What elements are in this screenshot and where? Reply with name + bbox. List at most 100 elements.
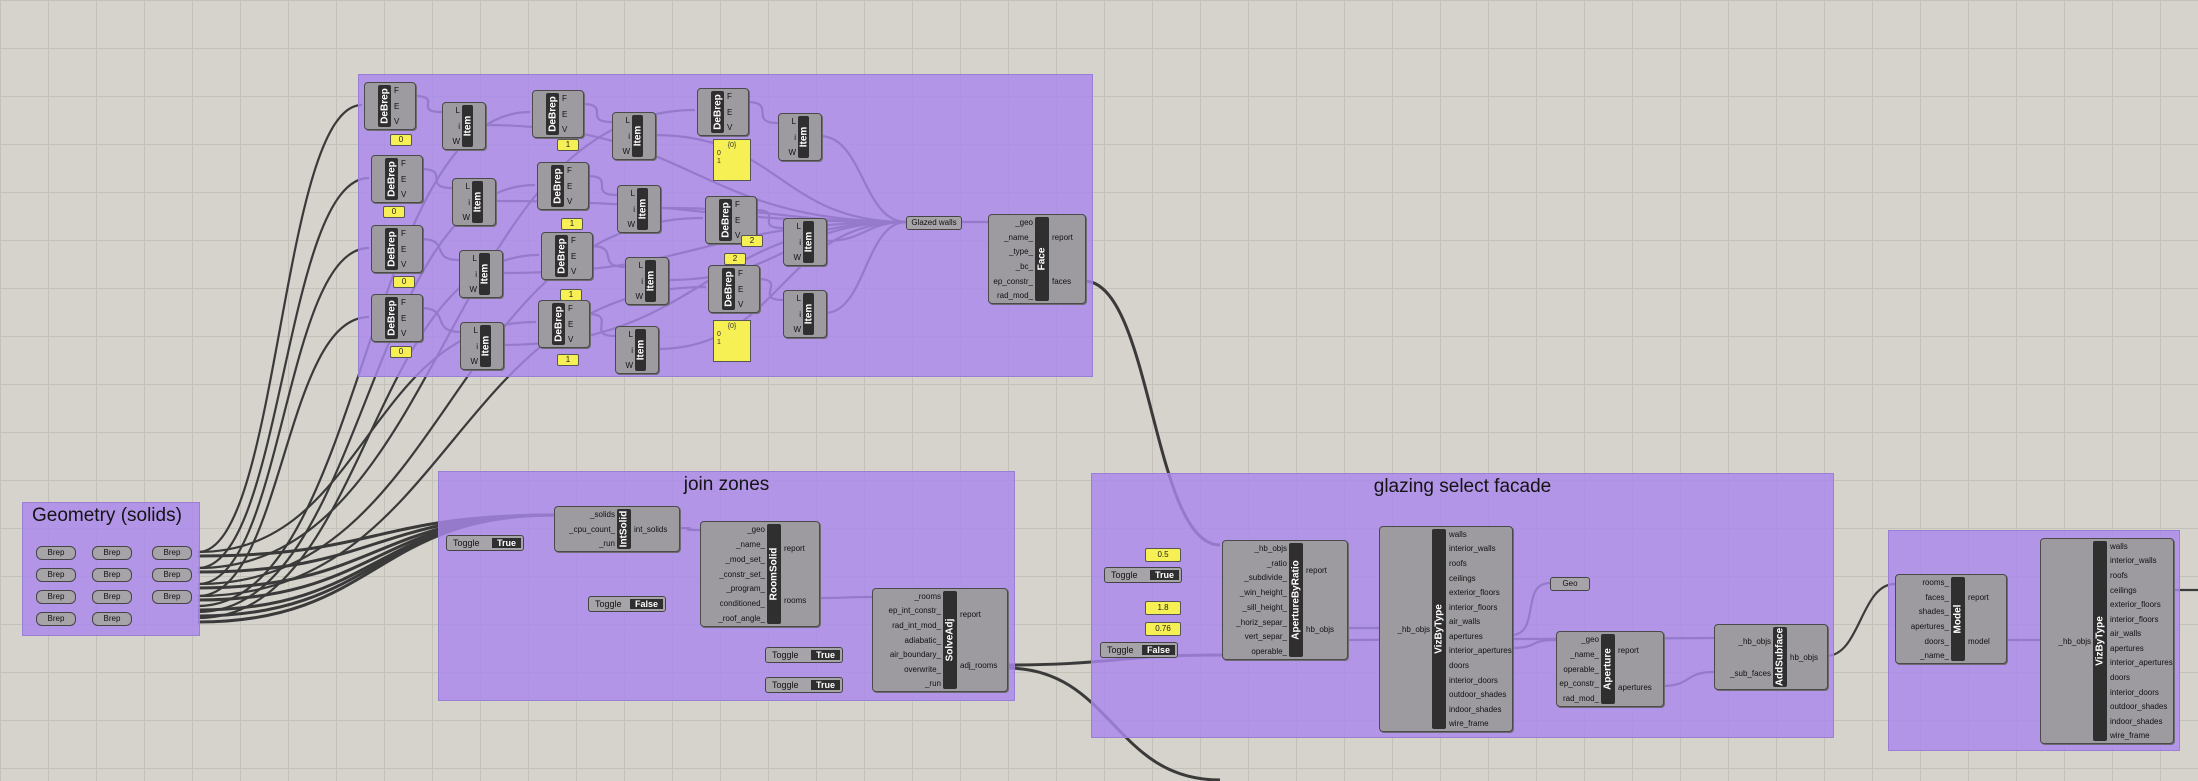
toggle-roomsolid-value[interactable]: False xyxy=(629,599,663,609)
debrep-component-out-0[interactable]: F xyxy=(727,92,732,102)
debrep-component-out-2[interactable]: V xyxy=(735,230,741,240)
index-number[interactable]: 1 xyxy=(560,289,582,301)
debrep-component-out-0[interactable]: F xyxy=(568,304,573,314)
model-component-in-4[interactable]: doors_ xyxy=(1924,636,1949,646)
aperturebyratio-component-out-1[interactable]: hb_objs xyxy=(1306,625,1335,634)
face-component[interactable]: Face_geo_name__type__bc_ep_constr_rad_mo… xyxy=(988,214,1086,304)
brep-param[interactable]: Brep xyxy=(92,546,132,560)
item-component-in-0[interactable]: L xyxy=(455,106,460,116)
brep-param[interactable]: Brep xyxy=(36,590,76,604)
vizbytype-component-out-10[interactable]: interior_doors xyxy=(2110,687,2159,697)
item-component-in-2[interactable]: W xyxy=(625,360,633,370)
aperturebyratio-component-in-0[interactable]: _hb_objs xyxy=(1254,543,1287,553)
number-slider[interactable]: 0.76 xyxy=(1145,622,1181,636)
aperturebyratio-component-in-3[interactable]: _win_height_ xyxy=(1239,588,1287,598)
aperturebyratio-component-in-7[interactable]: operable_ xyxy=(1251,647,1287,657)
solveadj-component-in-2[interactable]: rad_int_mod_ xyxy=(892,620,941,630)
number-slider[interactable]: 0.5 xyxy=(1145,548,1181,562)
vizbytype-component-out-1[interactable]: interior_walls xyxy=(1449,544,1496,554)
vizbytype-component-out-5[interactable]: interior_floors xyxy=(2110,614,2159,624)
vizbytype-component-out-4[interactable]: exterior_floors xyxy=(1449,588,1500,598)
debrep-component-out-0[interactable]: F xyxy=(394,86,399,96)
face-component-in-1[interactable]: _name_ xyxy=(1004,232,1033,242)
brep-param[interactable]: Brep xyxy=(152,590,192,604)
index-number[interactable]: 2 xyxy=(741,235,763,247)
item-component-in-0[interactable]: L xyxy=(791,117,796,127)
debrep-component-out-2[interactable]: V xyxy=(571,266,577,276)
vizbytype-component-out-13[interactable]: wire_frame xyxy=(1449,719,1489,729)
debrep-component-out-2[interactable]: V xyxy=(394,116,400,126)
solveadj-component-out-1[interactable]: adj_rooms xyxy=(960,661,998,670)
vizbytype-component-out-1[interactable]: interior_walls xyxy=(2110,556,2157,566)
vizbytype-component-out-6[interactable]: air_walls xyxy=(2110,629,2142,639)
toggle-operable-value[interactable]: False xyxy=(1141,645,1175,655)
debrep-component-out-1[interactable]: E xyxy=(401,313,407,323)
vizbytype-component-out-12[interactable]: indoor_shades xyxy=(1449,704,1502,714)
vizbytype-component-in-0[interactable]: _hb_objs xyxy=(1397,624,1430,634)
debrep-component-out-2[interactable]: V xyxy=(562,124,568,134)
aperturebyratio-component-in-2[interactable]: _subdivide_ xyxy=(1244,573,1287,583)
intersolid-component-out-0[interactable]: int_solids xyxy=(634,524,668,534)
item-component-in-1[interactable]: i xyxy=(631,345,633,355)
debrep-component-out-1[interactable]: E xyxy=(401,244,407,254)
aperture-component-out-1[interactable]: apertures xyxy=(1618,683,1652,692)
debrep-component-out-2[interactable]: V xyxy=(401,259,407,269)
vizbytype-component-out-11[interactable]: outdoor_shades xyxy=(2110,702,2168,712)
item-component-in-0[interactable]: L xyxy=(638,261,643,271)
model-component-in-2[interactable]: shades_ xyxy=(1918,607,1949,617)
debrep-component-out-2[interactable]: V xyxy=(401,189,407,199)
vizbytype-component-out-13[interactable]: wire_frame xyxy=(2110,731,2150,741)
face-component-in-4[interactable]: ep_constr_ xyxy=(993,276,1033,286)
debrep-component-out-1[interactable]: E xyxy=(401,174,407,184)
item-component-in-0[interactable]: L xyxy=(472,254,477,264)
index-number[interactable]: 0 xyxy=(390,134,412,146)
toggle-run-intersolid-value[interactable]: True xyxy=(491,538,521,548)
index-number[interactable]: 2 xyxy=(724,253,746,265)
addsubface-component-out-0[interactable]: hb_objs xyxy=(1790,652,1819,662)
brep-param[interactable]: Brep xyxy=(152,546,192,560)
intersolid-component-in-2[interactable]: _run xyxy=(598,539,615,549)
face-component-in-2[interactable]: _type_ xyxy=(1008,247,1033,257)
aperture-component[interactable]: Aperture_geo_name_operable_ep_constr_rad… xyxy=(1556,631,1664,707)
vizbytype-component-in-0[interactable]: _hb_objs xyxy=(2058,636,2091,646)
aperturebyratio-component-in-4[interactable]: _sill_height_ xyxy=(1242,602,1287,612)
item-component-in-0[interactable]: L xyxy=(628,330,633,340)
roomsolid-component-out-0[interactable]: report xyxy=(784,543,805,553)
item-component-in-1[interactable]: i xyxy=(799,309,801,319)
vizbytype-component-out-3[interactable]: ceilings xyxy=(2110,585,2137,595)
roomsolid-component-in-3[interactable]: _constr_set_ xyxy=(719,569,765,579)
vizbytype-component-out-3[interactable]: ceilings xyxy=(1449,573,1476,583)
face-component-out-1[interactable]: faces xyxy=(1052,276,1072,286)
vizbytype-component-out-7[interactable]: apertures xyxy=(2110,643,2144,653)
roomsolid-component-in-5[interactable]: conditioned_ xyxy=(719,599,765,609)
vizbytype-component-out-8[interactable]: interior_apertures xyxy=(2110,658,2173,668)
model-component-in-1[interactable]: faces_ xyxy=(1925,592,1949,602)
model-component-in-0[interactable]: rooms_ xyxy=(1922,577,1949,587)
index-number[interactable]: 1 xyxy=(561,218,583,230)
face-component-out-0[interactable]: report xyxy=(1052,232,1073,242)
index-number[interactable]: 0 xyxy=(393,276,415,288)
index-number[interactable]: 1 xyxy=(557,139,579,151)
aperturebyratio-component-in-6[interactable]: vert_separ_ xyxy=(1244,632,1287,642)
item-component-in-1[interactable]: i xyxy=(468,197,470,207)
vizbytype-component-out-2[interactable]: roofs xyxy=(2110,570,2128,580)
